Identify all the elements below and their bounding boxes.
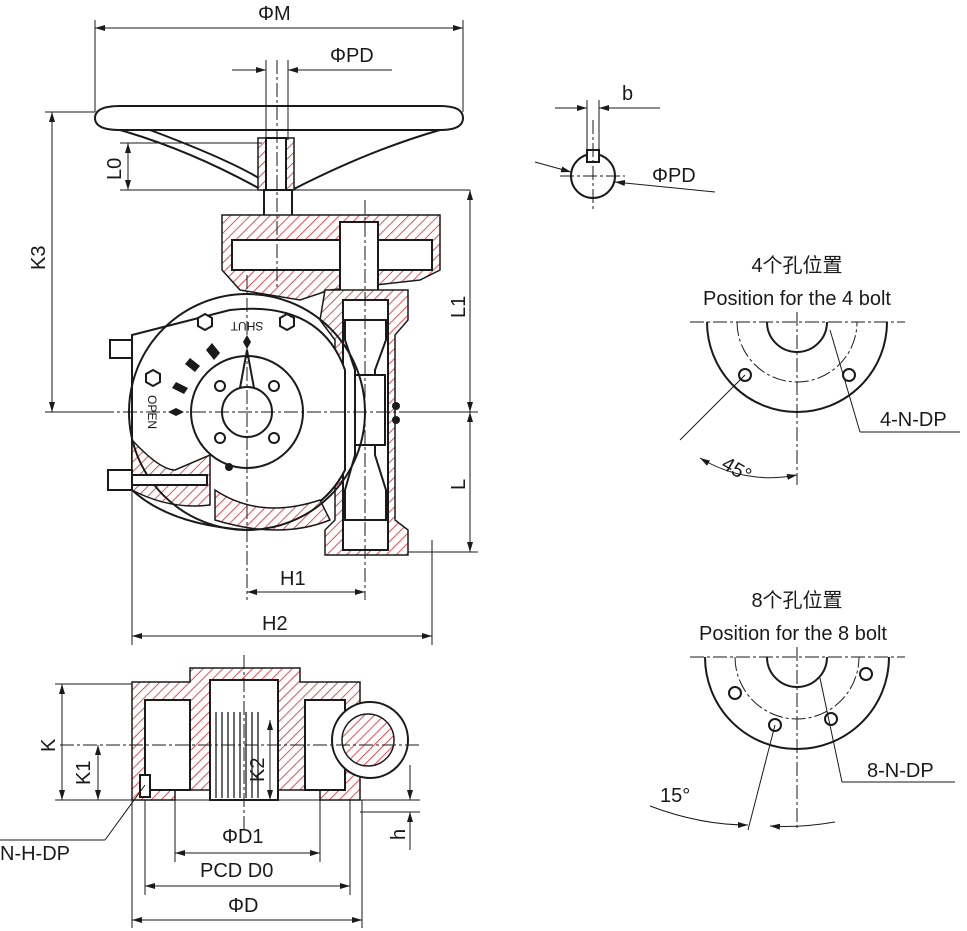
stop-bolt-upper xyxy=(109,339,133,359)
bolt4-angle: 45° xyxy=(718,453,755,487)
dim-h: h xyxy=(388,829,410,840)
bottom-dimensions: K K1 K2 h N-H-DP ΦD1 PCD D0 ΦD xyxy=(0,683,420,928)
bolt4-title-en: Position for the 4 bolt xyxy=(703,288,891,310)
dim-pcd-d0: PCD D0 xyxy=(200,860,273,882)
dim-phi-pd: ΦPD xyxy=(330,45,374,67)
dim-k3: K3 xyxy=(28,246,50,270)
bolt8-title-cn: 8个孔位置 xyxy=(751,589,842,612)
dim-b: b xyxy=(622,83,633,105)
side-section-view xyxy=(60,655,420,830)
bolt8-angle: 15° xyxy=(660,785,690,807)
bolt4-title-cn: 4个孔位置 xyxy=(751,254,842,277)
dim-l0: L0 xyxy=(104,158,126,180)
dim-k: K xyxy=(38,738,60,752)
dim-l: L xyxy=(448,479,470,490)
dim-phi-m: ΦM xyxy=(258,3,291,25)
dim-k1: K1 xyxy=(73,761,95,785)
dim-k2: K2 xyxy=(247,758,269,782)
bolt4-callout: 4-N-DP xyxy=(880,409,947,431)
front-dimensions: ΦM ΦPD K3 L0 L1 L H1 H2 xyxy=(28,3,478,645)
dim-phi-d1: ΦD1 xyxy=(222,826,264,848)
stop-bolt-lower xyxy=(107,469,133,491)
bolt-8-pattern: 8个孔位置 Position for the 8 bolt 15° 8-N-DP xyxy=(649,589,955,831)
shaft-key-detail: b ΦPD xyxy=(534,83,716,210)
dim-phi-d: ΦD xyxy=(228,895,258,917)
front-view: SHUT OPEN xyxy=(93,60,470,600)
bolt8-callout: 8-N-DP xyxy=(867,760,934,782)
bolt-4-pattern: 4个孔位置 Position for the 4 bolt 45° 4-N-DP xyxy=(679,254,960,487)
worm-section xyxy=(341,713,395,767)
dim-h1: H1 xyxy=(280,568,306,590)
dim-l1: L1 xyxy=(448,296,470,318)
dim-h2: H2 xyxy=(262,613,288,635)
handwheel xyxy=(93,105,465,191)
bolt8-title-en: Position for the 8 bolt xyxy=(699,623,887,645)
dim-phi-pd-key: ΦPD xyxy=(652,165,696,187)
dim-n-h-dp: N-H-DP xyxy=(0,843,70,865)
